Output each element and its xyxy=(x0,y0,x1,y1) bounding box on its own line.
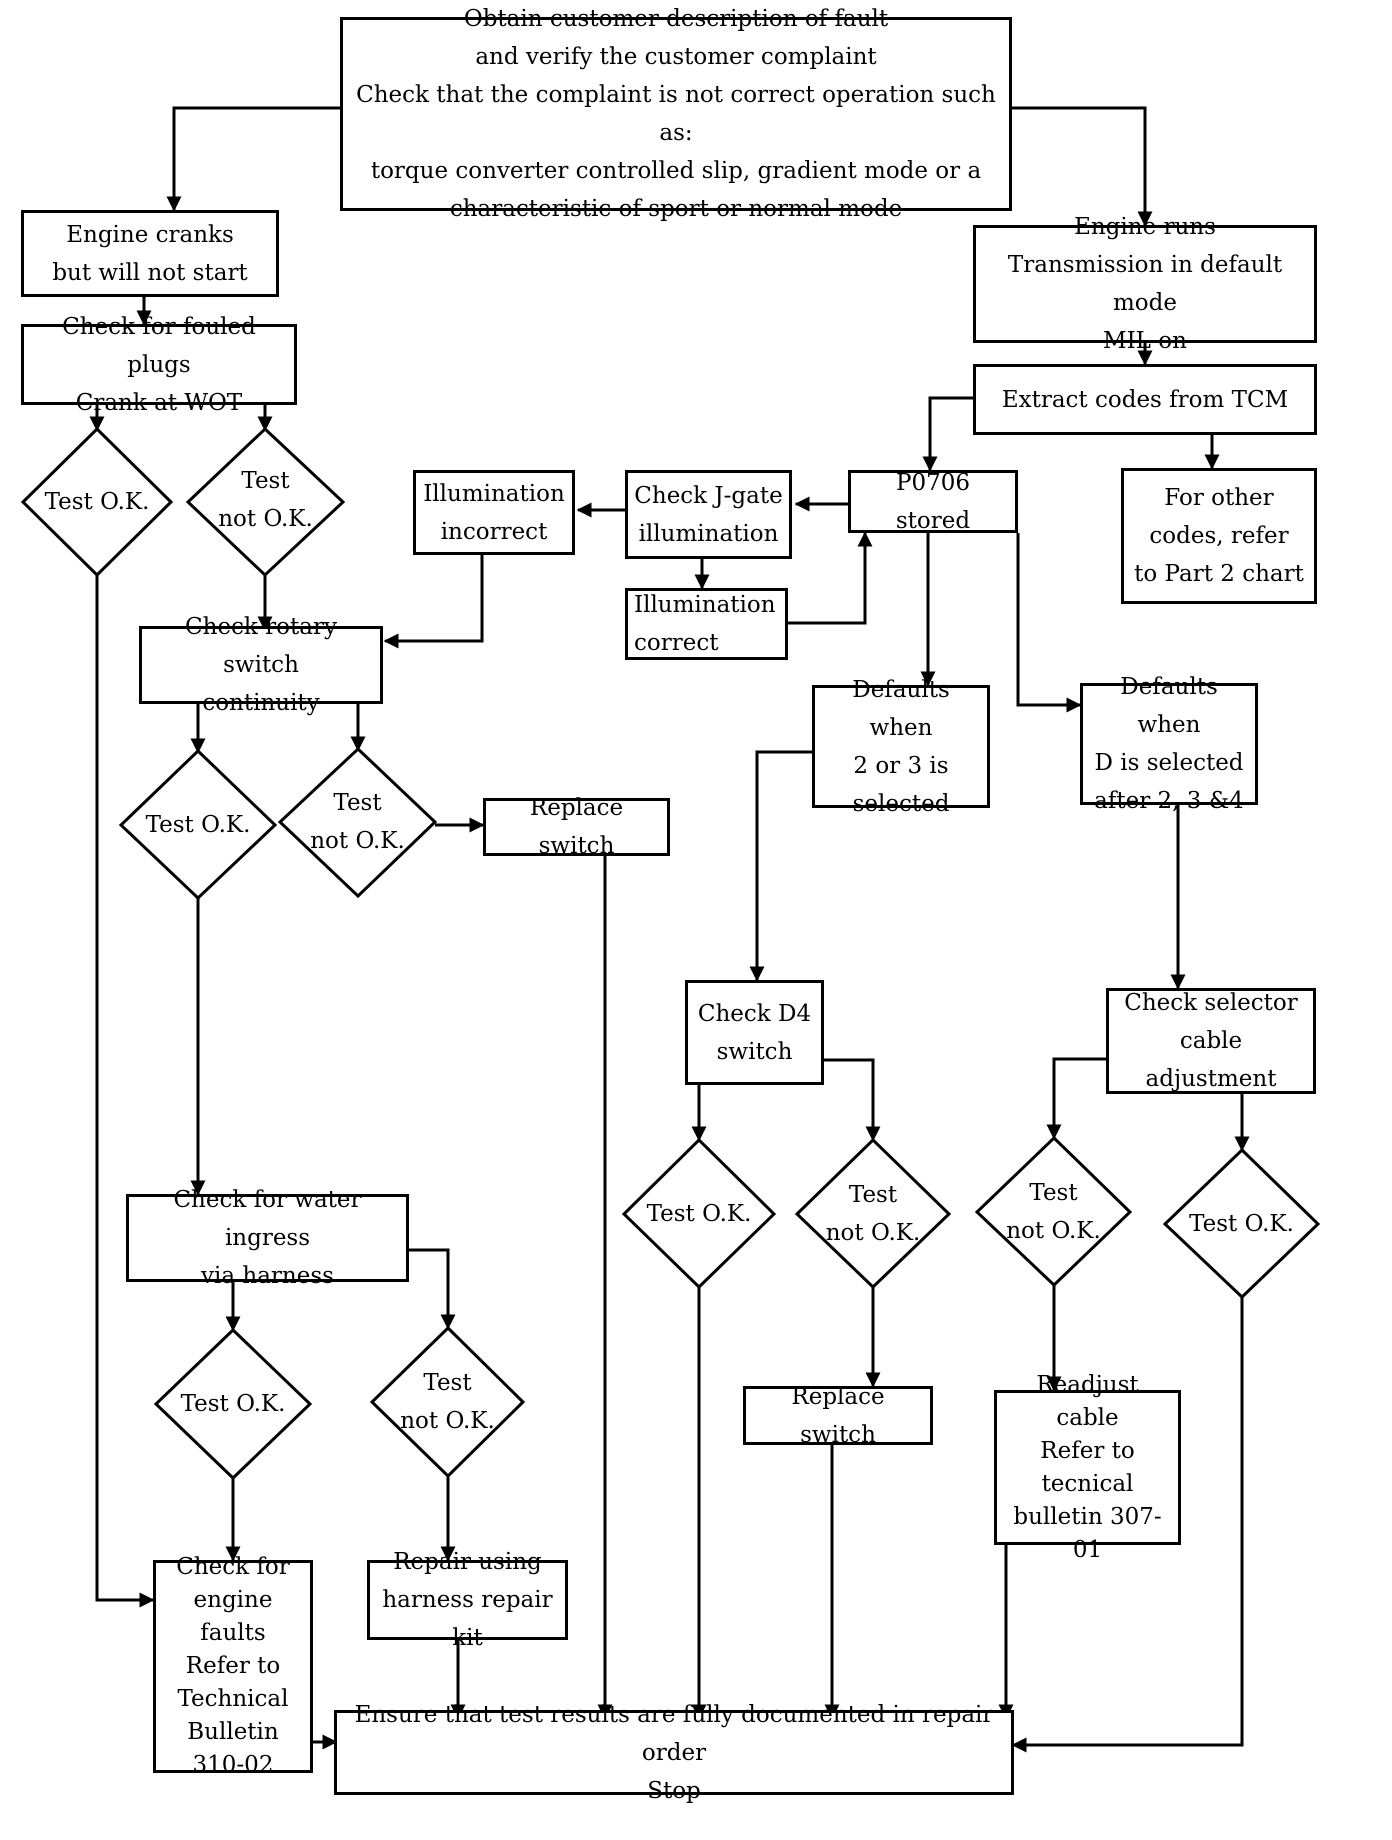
connector-start-to-engine-cranks xyxy=(166,106,340,212)
extract-codes-box: Extract codes from TCM xyxy=(973,364,1317,435)
check-fouled-plugs-box: Check for fouled plugs Crank at WOT xyxy=(21,314,297,416)
decision-shapes xyxy=(20,426,1321,1481)
decision-test-not-ok-2: Test not O.K. xyxy=(310,790,405,854)
connector-test-ok-5-to-end xyxy=(1011,1297,1244,1753)
decision-test-not-ok-1: Test not O.K. xyxy=(218,468,313,532)
decision-diamond-test-not-ok-2 xyxy=(277,746,438,899)
connector-cable-to-test-not-ok-5 xyxy=(1046,1057,1106,1140)
connector-d4-to-test-not-ok-4 xyxy=(824,1058,881,1142)
decision-diamond-test-ok-2 xyxy=(118,748,278,901)
illumination-correct-box: Illumination correct xyxy=(625,588,788,660)
connector-p0706-to-defaults-d xyxy=(1016,533,1082,713)
check-engine-faults-box: Check for engine faults Refer to Technic… xyxy=(153,1554,313,1778)
connector-defaults-23-to-d4 xyxy=(749,750,812,982)
decision-test-ok-3: Test O.K. xyxy=(180,1391,286,1417)
repair-harness-box: Repair using harness repair kit xyxy=(367,1549,568,1651)
p0706-stored-box: P0706 stored xyxy=(848,470,1018,534)
decision-test-ok-1: Test O.K. xyxy=(44,489,150,515)
decision-test-not-ok-5: Test not O.K. xyxy=(1006,1180,1101,1244)
connector-illum-correct-to-p0706 xyxy=(788,531,873,625)
replace-switch-box-2: Replace switch xyxy=(743,1384,933,1448)
decision-diamond-test-ok-3 xyxy=(153,1327,313,1481)
decision-diamond-test-not-ok-5 xyxy=(974,1135,1133,1288)
start-box: Obtain customer description of fault and… xyxy=(340,6,1012,222)
engine-cranks-box: Engine cranks but will not start xyxy=(21,210,279,297)
defaults-2-or-3-box: Defaults when 2 or 3 is selected xyxy=(812,677,990,817)
connector-illum-incorrect-to-rotary xyxy=(383,555,484,649)
decision-test-not-ok-4: Test not O.K. xyxy=(825,1182,921,1246)
decision-diamond-test-not-ok-3 xyxy=(369,1325,526,1479)
check-selector-cable-box: Check selector cable adjustment xyxy=(1106,988,1316,1094)
connector-start-to-engine-runs xyxy=(1011,106,1153,227)
decision-test-ok-2: Test O.K. xyxy=(145,812,251,838)
check-water-ingress-box: Check for water ingress via harness xyxy=(126,1187,409,1289)
decision-test-ok-5: Test O.K. xyxy=(1189,1211,1294,1237)
decision-test-not-ok-3: Test not O.K. xyxy=(400,1370,495,1434)
connector-test-ok-1-to-engine-faults xyxy=(95,575,155,1608)
decision-diamond-test-ok-4 xyxy=(621,1137,777,1290)
illumination-incorrect-box: Illumination incorrect xyxy=(413,470,575,555)
replace-switch-box-1: Replace switch xyxy=(483,795,670,859)
decision-diamond-test-not-ok-4 xyxy=(794,1137,952,1290)
decision-diamond-test-ok-5 xyxy=(1162,1147,1321,1300)
end-box: Ensure that test results are fully docum… xyxy=(334,1702,1014,1804)
connector-water-to-test-not-ok-3 xyxy=(409,1248,456,1330)
other-codes-box: For other codes, refer to Part 2 chart xyxy=(1121,468,1317,604)
connectors xyxy=(89,106,1250,1753)
decision-diamond-test-ok-1 xyxy=(20,426,174,578)
defaults-d-box: Defaults when D is selected after 2, 3 &… xyxy=(1080,674,1258,814)
readjust-cable-box: Readjust cable Refer to tecnical bulleti… xyxy=(994,1372,1181,1563)
check-jgate-box: Check J-gate illumination xyxy=(625,470,792,559)
connector-extract-to-p0706 xyxy=(922,396,973,472)
check-rotary-switch-box: Check rotary switch continuity xyxy=(139,614,383,716)
decision-diamond-test-not-ok-1 xyxy=(185,426,346,578)
check-d4-switch-box: Check D4 switch xyxy=(685,980,824,1085)
engine-runs-box: Engine runs Transmission in default mode… xyxy=(973,214,1317,354)
decision-test-ok-4: Test O.K. xyxy=(646,1201,752,1227)
